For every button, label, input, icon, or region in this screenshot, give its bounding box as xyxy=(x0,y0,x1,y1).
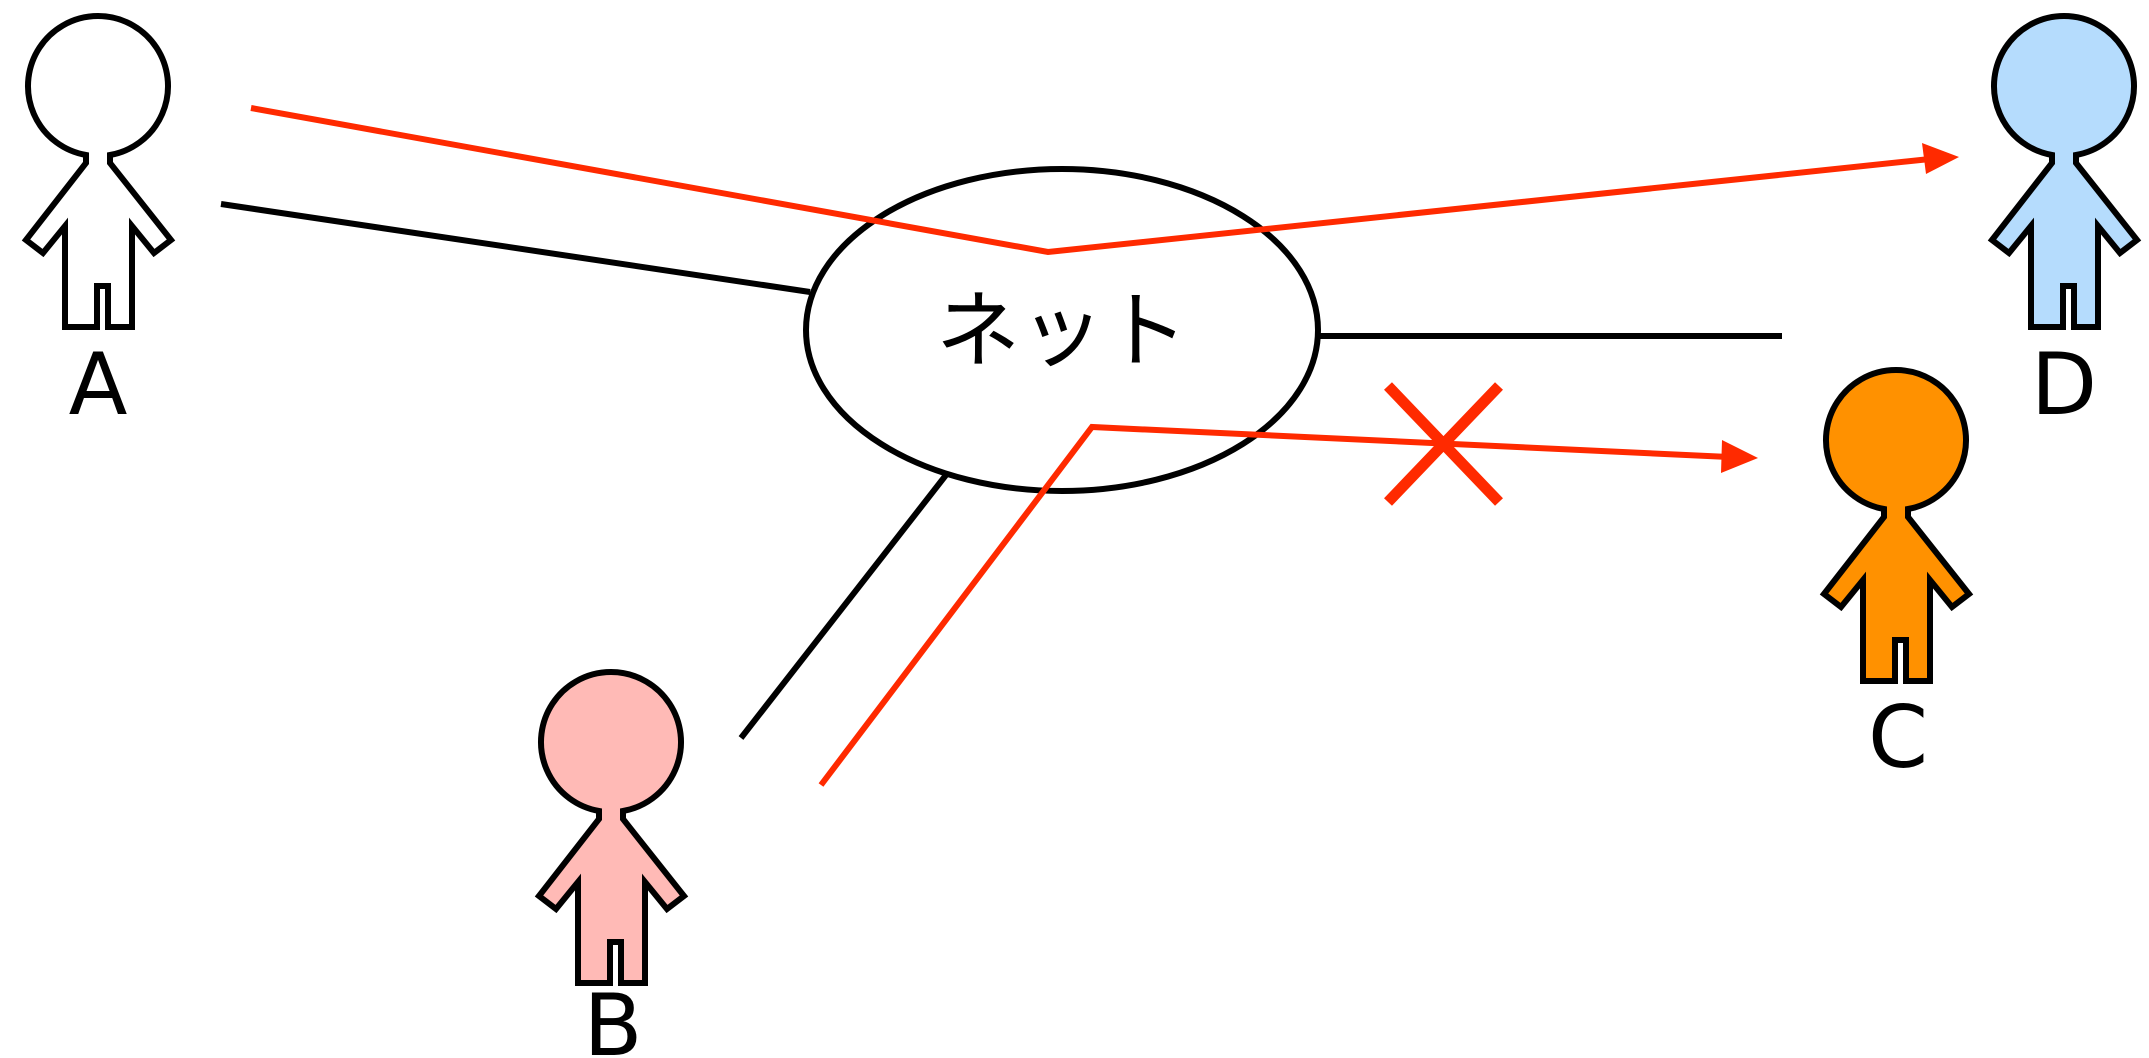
person-a: A xyxy=(26,16,171,435)
person-c: C xyxy=(1824,370,1969,788)
person-b-label: B xyxy=(584,976,643,1058)
message-b-to-c xyxy=(818,423,1758,787)
blocked-x-mark xyxy=(1384,382,1503,506)
person-a-icon xyxy=(26,16,171,327)
message-a-to-d xyxy=(250,105,1959,256)
person-d-icon xyxy=(1992,16,2137,327)
person-c-label: C xyxy=(1868,688,1928,788)
person-c-icon xyxy=(1824,370,1969,681)
message-path-b-to-c xyxy=(818,423,1730,787)
network-ellipse xyxy=(803,166,1321,494)
arrowhead-to-d xyxy=(1922,143,1959,174)
arrowhead-to-c xyxy=(1721,440,1758,473)
connection-lines xyxy=(220,201,1782,740)
person-b-icon xyxy=(539,672,684,983)
person-d-label: D xyxy=(2031,335,2097,435)
person-a-label: A xyxy=(69,335,128,435)
message-path-a-to-d xyxy=(250,105,1931,256)
connection-line-b xyxy=(738,473,949,740)
connection-line-a xyxy=(220,201,811,295)
network-label: ネット xyxy=(936,282,1188,380)
person-d: D xyxy=(1992,16,2137,435)
person-b: B xyxy=(539,672,684,1058)
network-node: ネット xyxy=(803,166,1321,494)
